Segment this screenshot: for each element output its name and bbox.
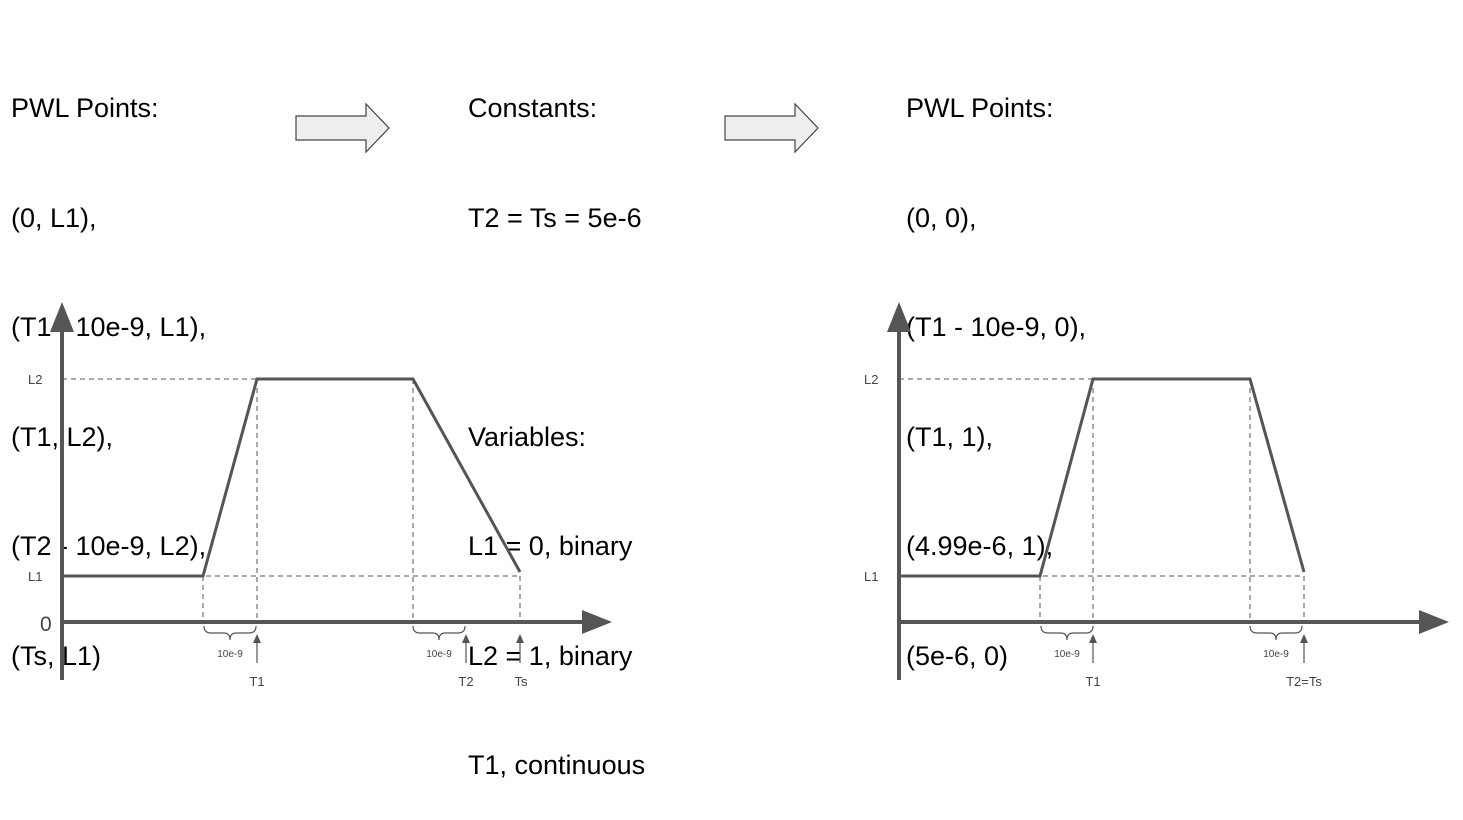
brace-icon xyxy=(203,625,257,641)
y-axis-arrowhead-icon xyxy=(50,302,74,332)
time-label-t2-ts: T2=Ts xyxy=(1286,674,1322,689)
diagram-canvas: L2 L1 0 10e-9 10e-9 T1 T2 Ts xyxy=(28,102,1449,689)
time-label-t1: T1 xyxy=(249,674,264,689)
block-arrow-right-icon xyxy=(295,102,390,154)
variable-line: T1, continuous xyxy=(468,750,646,780)
right-pwl-point: (T1, 1), xyxy=(906,421,994,452)
right-waveform-plot: L2 L1 10e-9 10e-9 T1 T2=Ts xyxy=(864,302,1449,689)
pwl-waveform xyxy=(62,377,522,578)
variables-heading: Variables: xyxy=(468,421,587,452)
x-axis-arrowhead-icon xyxy=(582,610,612,634)
brace-label: 10e-9 xyxy=(1054,649,1080,660)
variable-line: L1 = 0, binary xyxy=(468,531,633,561)
y-label-l2: L2 xyxy=(28,372,42,387)
right-pwl-points: PWL Points: (0, 0), (T1 - 10e-9, 0), (T1… xyxy=(906,17,1086,711)
brace-icon xyxy=(1040,625,1094,641)
pwl-waveform xyxy=(899,377,1306,578)
time-label-ts: Ts xyxy=(515,674,529,689)
y-label-zero: 0 xyxy=(40,613,52,636)
dashed-guides xyxy=(62,378,521,622)
y-axis-arrowhead-icon xyxy=(887,302,911,332)
time-label-t2: T2 xyxy=(458,674,473,689)
y-label-l1: L1 xyxy=(864,569,878,584)
left-pwl-point: (T1 - 10e-9, L1), xyxy=(11,312,207,342)
y-label-l2: L2 xyxy=(864,372,878,387)
constant-line: T2 = Ts = 5e-6 xyxy=(468,202,642,233)
y-label-l1: L1 xyxy=(28,569,42,584)
variable-line: L2 = 1, binary xyxy=(468,640,633,671)
right-pwl-point: (T1 - 10e-9, 0), xyxy=(906,312,1087,342)
x-axis-arrowhead-icon xyxy=(1419,610,1449,634)
left-pwl-point: (0, L1), xyxy=(11,202,97,233)
constants-heading: Constants: xyxy=(468,93,598,123)
left-pwl-point: (T1, L2), xyxy=(11,421,114,452)
time-label-t1: T1 xyxy=(1085,674,1100,689)
brace-label: 10e-9 xyxy=(217,649,243,660)
brace-label: 10e-9 xyxy=(426,649,452,660)
time-markers xyxy=(253,634,524,663)
brace-icon xyxy=(412,625,466,641)
left-waveform-plot: L2 L1 0 10e-9 10e-9 T1 T2 Ts xyxy=(28,302,612,689)
block-arrow-right-icon xyxy=(724,102,819,154)
right-pwl-point: (5e-6, 0) xyxy=(906,640,1009,671)
dashed-guides xyxy=(899,378,1305,622)
right-pwl-heading: PWL Points: xyxy=(906,93,1054,123)
brace-icon xyxy=(1249,625,1303,641)
left-pwl-point: (Ts, L1) xyxy=(11,640,102,671)
brace-label: 10e-9 xyxy=(1263,649,1289,660)
time-markers xyxy=(1089,634,1308,663)
left-pwl-heading: PWL Points: xyxy=(11,93,159,123)
right-pwl-point: (0, 0), xyxy=(906,202,977,233)
